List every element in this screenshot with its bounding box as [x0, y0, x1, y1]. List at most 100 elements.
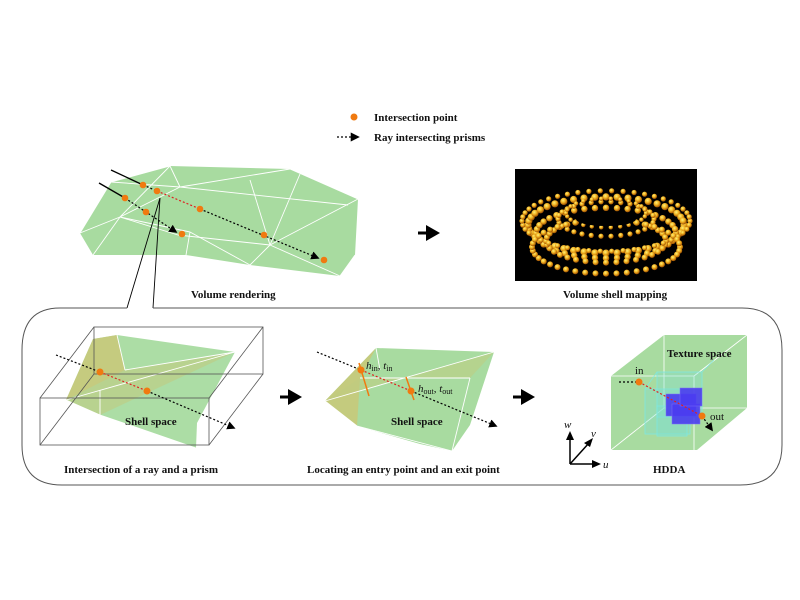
torus-ball: [540, 258, 547, 265]
torus-ball: [536, 206, 545, 214]
torus-ball: [526, 206, 532, 212]
torus-ball: [572, 268, 579, 275]
torus-ball: [668, 206, 676, 214]
torus-ball: [687, 218, 693, 224]
torus-ball: [620, 248, 626, 254]
torus-ball: [641, 254, 648, 261]
torus-ball: [634, 207, 641, 214]
torus-ball: [633, 201, 639, 206]
arrow-icon: [513, 389, 535, 405]
in-label: in: [635, 365, 644, 377]
torus-ball: [571, 207, 578, 214]
torus-ball: [568, 217, 573, 222]
torus-ball: [670, 255, 677, 262]
step2-shell-space-label: Shell space: [391, 416, 443, 428]
torus-ball: [642, 191, 648, 197]
torus-ball: [538, 237, 544, 243]
torus-ball: [627, 231, 633, 237]
torus-ball: [676, 240, 683, 247]
torus-ball: [546, 240, 552, 246]
orange-dot-icon: [350, 113, 358, 121]
torus-ball: [602, 255, 610, 262]
torus-ball: [588, 232, 594, 238]
torus-ball: [658, 261, 665, 268]
torus-ball: [592, 259, 599, 266]
torus-ball: [531, 209, 539, 217]
torus-ball: [633, 256, 639, 263]
torus-ball: [649, 251, 655, 258]
torus-ball: [563, 266, 569, 273]
torus-ball: [520, 214, 526, 220]
torus-ball: [651, 243, 658, 249]
torus-ball: [651, 223, 658, 230]
torus-ball: [520, 222, 526, 228]
torus-ball: [551, 200, 559, 208]
uvw-axes-icon: w v u: [564, 419, 609, 471]
torus-ball: [639, 217, 644, 222]
torus-ball: [599, 196, 604, 201]
step3-texture-space-diagram: in out Texture space: [610, 334, 748, 451]
torus-ball: [554, 264, 561, 271]
torus-ball: [540, 229, 547, 236]
step3-caption: HDDA: [653, 464, 685, 476]
torus-ball: [598, 233, 604, 239]
torus-ball: [603, 270, 609, 277]
torus-ball: [633, 219, 640, 226]
torus-ball: [554, 223, 561, 230]
torus-ball: [581, 198, 586, 204]
torus-ball: [634, 246, 643, 255]
torus-ball: [535, 255, 542, 262]
torus-ball: [581, 205, 588, 213]
torus-ball: [644, 197, 652, 205]
torus-ball: [642, 207, 647, 212]
torus-ball: [642, 226, 648, 232]
axis-v-label: v: [591, 428, 596, 440]
torus-ball: [597, 248, 603, 254]
torus-ball: [608, 196, 613, 201]
svg-text:hin, tin: hin, tin: [366, 360, 393, 373]
torus-ball: [570, 195, 578, 204]
volume-rendering-mesh: [79, 165, 359, 309]
texture-space-label: Texture space: [667, 348, 732, 360]
legend-label-intersection: Intersection point: [374, 112, 458, 124]
torus-ball: [623, 258, 630, 265]
torus-ball: [680, 230, 686, 236]
torus-ball: [522, 210, 528, 216]
torus-ball: [602, 193, 610, 201]
torus-ball: [631, 189, 637, 196]
torus-ball: [613, 270, 620, 277]
torus-ball: [643, 221, 649, 228]
torus-ball: [620, 188, 626, 194]
torus-ball: [564, 245, 571, 251]
svg-text:hout, tout: hout, tout: [418, 383, 453, 396]
torus-ball: [575, 189, 581, 196]
torus-ball: [597, 188, 603, 194]
torus-ball: [565, 214, 570, 219]
torus-ball: [571, 229, 577, 235]
torus-ball: [613, 259, 620, 266]
arrow-icon: [280, 389, 302, 405]
torus-ball: [624, 248, 632, 256]
torus-ball: [589, 197, 594, 202]
process-panel: [21, 307, 783, 486]
torus-hole: [576, 212, 636, 226]
torus-ball: [651, 193, 658, 199]
torus-ball: [660, 240, 666, 246]
torus-ball: [679, 217, 687, 225]
torus-ball: [556, 212, 562, 218]
torus-ball: [642, 245, 648, 251]
torus-ball: [626, 198, 631, 204]
torus-ball: [647, 209, 653, 215]
axis-u-label: u: [603, 459, 609, 471]
torus-ball: [564, 254, 571, 261]
torus-ball: [623, 269, 630, 276]
torus-ball: [572, 219, 579, 226]
torus-ball: [613, 249, 621, 257]
torus-ball: [665, 218, 672, 225]
torus-ball: [668, 199, 674, 205]
legend-label-ray: Ray intersecting prisms: [374, 132, 486, 144]
torus-ball: [650, 212, 656, 218]
torus-ball: [670, 232, 677, 239]
torus-ball: [680, 206, 686, 212]
torus-ball: [543, 203, 551, 211]
